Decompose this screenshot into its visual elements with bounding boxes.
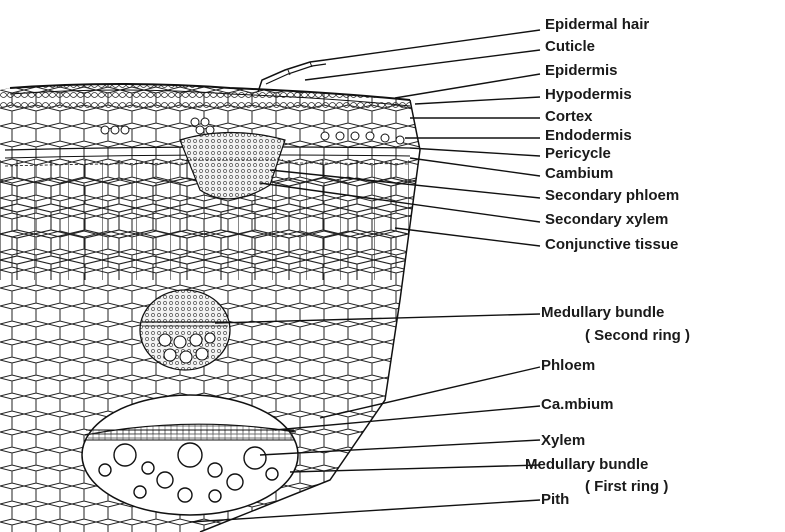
- label-hypodermis: Hypodermis: [545, 86, 632, 103]
- label-cuticle: Cuticle: [545, 38, 595, 55]
- label-medullary-bundle-first: Medullary bundle: [525, 456, 648, 473]
- label-secondary-phloem: Secondary phloem: [545, 187, 679, 204]
- label-epidermal-hair: Epidermal hair: [545, 16, 649, 33]
- label-xylem: Xylem: [541, 432, 585, 449]
- label-first-ring: ( First ring ): [585, 478, 668, 495]
- label-pericycle: Pericycle: [545, 145, 611, 162]
- label-cambium-top: Cambium: [545, 165, 613, 182]
- label-phloem: Phloem: [541, 357, 595, 374]
- label-epidermis: Epidermis: [545, 62, 618, 79]
- label-second-ring: ( Second ring ): [585, 327, 690, 344]
- label-medullary-bundle-second: Medullary bundle: [541, 304, 664, 321]
- label-secondary-xylem: Secondary xylem: [545, 211, 668, 228]
- label-endodermis: Endodermis: [545, 127, 632, 144]
- label-pith: Pith: [541, 491, 569, 508]
- label-cortex: Cortex: [545, 108, 593, 125]
- label-cambium-lower: Ca.mbium: [541, 396, 614, 413]
- label-conjunctive-tissue: Conjunctive tissue: [545, 236, 678, 253]
